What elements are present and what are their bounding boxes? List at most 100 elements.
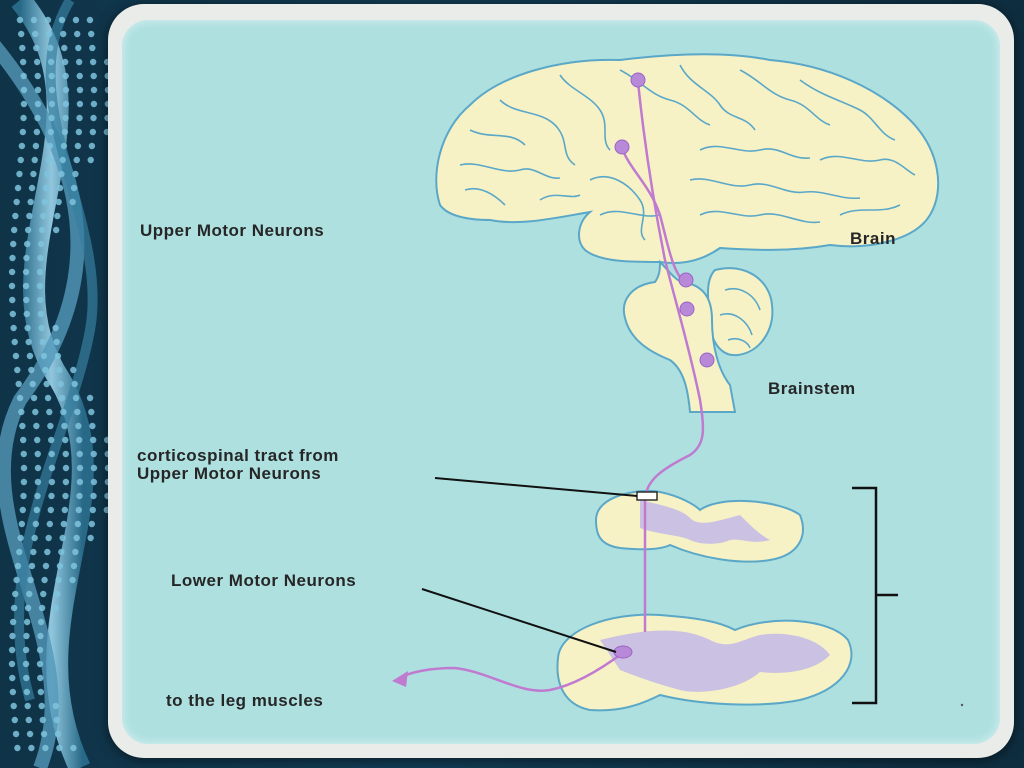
dna-bead — [60, 30, 67, 38]
dna-bead — [54, 590, 61, 598]
dna-bead — [18, 520, 26, 528]
dna-bead — [73, 534, 80, 542]
dna-bead — [61, 128, 69, 136]
lower-motor-neuron-body — [613, 645, 633, 659]
dna-bead — [23, 254, 30, 262]
dna-bead — [33, 506, 40, 514]
corticospinal-tract — [399, 81, 705, 692]
dna-bead — [76, 100, 84, 108]
dna-bead — [12, 352, 20, 360]
dna-bead — [10, 240, 17, 248]
dna-bead — [62, 436, 69, 444]
dna-bead — [44, 16, 52, 24]
dna-bead — [31, 156, 38, 164]
dna-bead — [23, 688, 31, 696]
dna-bead — [40, 590, 47, 598]
dna-bead — [41, 198, 48, 206]
dna-bead — [9, 296, 16, 304]
dna-bead — [60, 142, 68, 150]
dna-bead — [53, 716, 60, 724]
dna-bead — [89, 506, 96, 514]
dna-bead — [37, 254, 44, 262]
dna-bead — [23, 310, 30, 318]
dna-bead — [62, 478, 70, 486]
dna-bead — [87, 156, 94, 164]
dna-bead — [90, 114, 97, 122]
dna-bead — [58, 548, 65, 556]
dna-bead — [34, 86, 42, 94]
dna-bead — [34, 450, 41, 458]
dna-bead — [18, 30, 25, 38]
dna-bead — [14, 366, 21, 374]
dna-bead — [76, 492, 83, 500]
dna-bead — [39, 716, 46, 724]
dna-bead — [74, 520, 82, 528]
dna-bead — [33, 422, 40, 430]
dna-bead — [36, 660, 44, 668]
dna-bead — [20, 114, 27, 122]
dna-bead — [20, 436, 27, 444]
dna-bead — [69, 198, 76, 206]
dna-bead — [8, 660, 16, 668]
dna-bead — [55, 198, 62, 206]
dna-bead — [30, 548, 37, 556]
dna-bead — [62, 86, 70, 94]
dna-bead — [38, 702, 45, 710]
dna-bead — [73, 156, 80, 164]
dna-bead — [61, 44, 68, 52]
dna-bead — [88, 142, 96, 150]
dna-bead — [36, 282, 44, 290]
corticospinal-label-line1: corticospinal tract from — [137, 446, 339, 465]
dna-bead — [25, 716, 32, 724]
spinal-cord-bracket — [852, 486, 898, 705]
dna-bead — [24, 226, 32, 234]
dna-bead — [12, 590, 19, 598]
dna-bead — [18, 408, 25, 416]
dna-bead — [20, 72, 27, 80]
dna-bead — [61, 506, 68, 514]
dna-bead — [10, 226, 18, 234]
brainstem-illustration — [622, 259, 737, 413]
dna-bead — [16, 170, 23, 178]
dna-bead — [31, 534, 38, 542]
dna-bead — [20, 450, 27, 458]
dna-bead — [26, 730, 34, 738]
dna-bead — [59, 534, 66, 542]
dna-bead — [24, 240, 31, 248]
dna-bead — [70, 562, 78, 570]
dna-bead — [24, 324, 31, 332]
dna-bead — [56, 366, 63, 374]
dna-bead — [22, 660, 30, 668]
dna-bead — [75, 44, 82, 52]
dna-bead — [34, 100, 42, 108]
dna-bead — [23, 618, 31, 626]
dna-bead — [89, 44, 96, 52]
dna-bead — [12, 730, 20, 738]
dna-bead — [19, 58, 27, 66]
dna-bead — [90, 100, 98, 108]
dna-bead — [46, 520, 54, 528]
dna-bead — [34, 478, 42, 486]
dna-bead — [75, 422, 82, 430]
dna-bead — [47, 422, 54, 430]
dna-bead — [48, 114, 55, 122]
dna-bead — [37, 674, 44, 682]
dna-bead — [10, 324, 17, 332]
dna-bead — [24, 604, 32, 612]
dna-bead — [19, 128, 27, 136]
dna-bead — [44, 548, 51, 556]
dna-bead — [9, 310, 16, 318]
dna-bead — [30, 16, 38, 24]
dna-bead — [16, 16, 24, 24]
dna-bead — [71, 380, 78, 388]
dna-bead — [24, 702, 31, 710]
corticospinal-label-line2: Upper Motor Neurons — [137, 464, 322, 483]
dna-bead — [28, 744, 35, 752]
dna-bead — [48, 464, 56, 472]
dna-bead — [23, 296, 30, 304]
upper-spinal-cord-section — [594, 489, 804, 563]
dna-bead — [76, 450, 83, 458]
